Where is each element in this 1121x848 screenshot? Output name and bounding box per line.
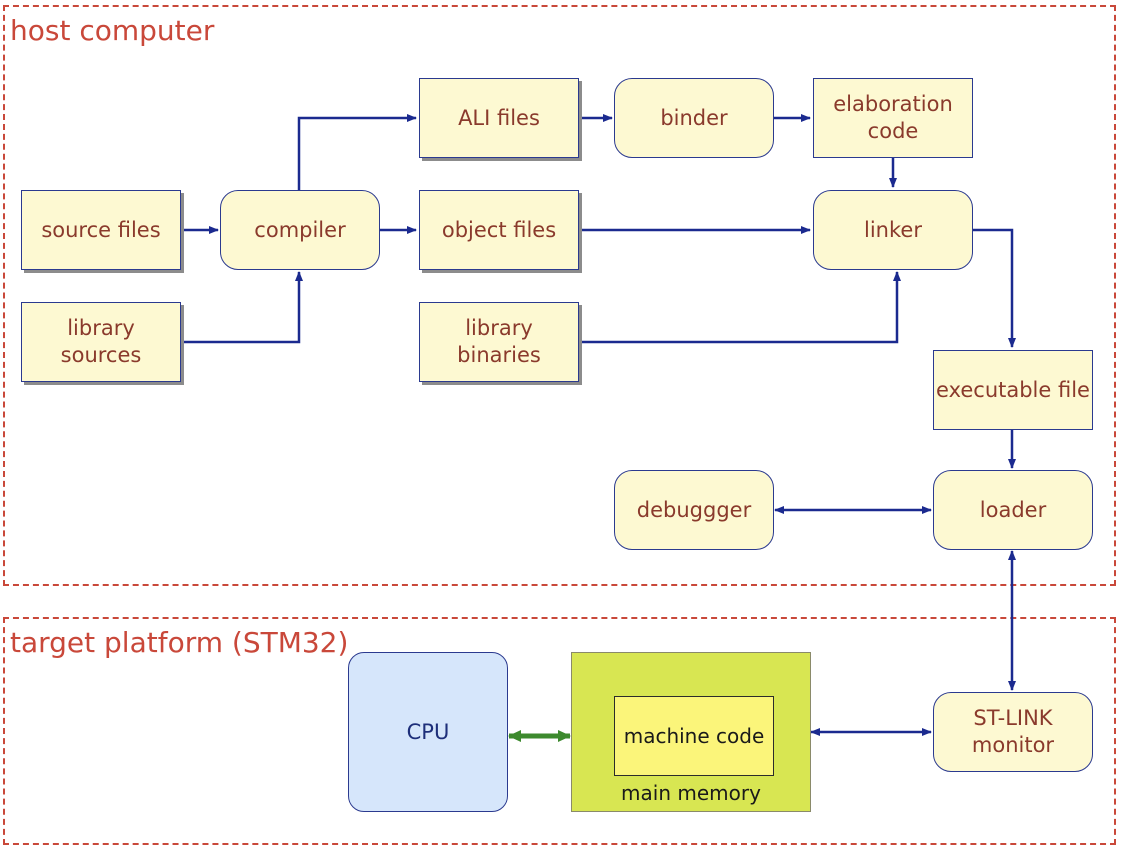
- cpu-node: CPU: [348, 652, 508, 812]
- arrow-library-sources-to-compiler: [180, 271, 303, 344]
- source-files-node: source files: [21, 190, 181, 270]
- binder-node: binder: [614, 78, 774, 158]
- arrow-library-binaries-to-linker: [578, 271, 901, 344]
- arrow-compiler-to-ali: [297, 114, 417, 190]
- compiler-node: compiler: [220, 190, 380, 270]
- library-binaries-node: library binaries: [419, 302, 579, 382]
- loader-node: loader: [933, 470, 1093, 550]
- stlink-monitor-node: ST-LINK monitor: [933, 692, 1093, 772]
- machine-code-node: machine code: [614, 696, 774, 776]
- target-platform-region: [3, 617, 1116, 845]
- object-files-node: object files: [419, 190, 579, 270]
- target-platform-label: target platform (STM32): [10, 626, 349, 659]
- library-sources-node: library sources: [21, 302, 181, 382]
- ali-files-node: ALI files: [419, 78, 579, 158]
- main-memory-label: main memory: [621, 781, 761, 805]
- executable-file-node: executable file: [933, 350, 1093, 430]
- host-computer-label: host computer: [10, 14, 215, 47]
- arrow-linker-to-executable: [973, 228, 1016, 348]
- main-memory-node: machine code main memory: [571, 652, 811, 812]
- debugger-node: debuggger: [614, 470, 774, 550]
- elaboration-code-node: elaboration code: [813, 78, 973, 158]
- linker-node: linker: [813, 190, 973, 270]
- host-computer-region: [3, 5, 1116, 586]
